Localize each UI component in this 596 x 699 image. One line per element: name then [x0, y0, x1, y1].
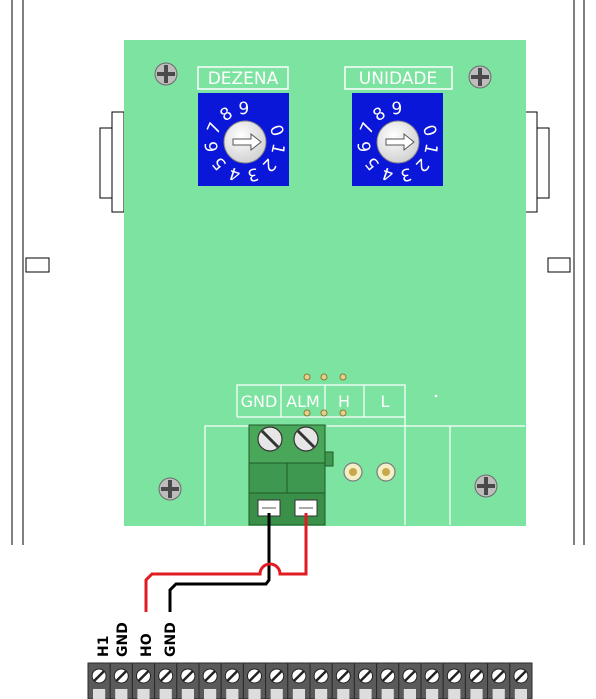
dial-digit: 9 [391, 99, 403, 119]
terminal-block[interactable] [248, 424, 334, 526]
rail-clamp [204, 689, 217, 699]
rail-clamp [381, 689, 394, 699]
pcb-dot [434, 394, 438, 398]
rail-screw-slot [426, 670, 438, 682]
dial-arrow-icon [232, 132, 262, 152]
rail-screw-slot [470, 670, 483, 682]
dial-digit: 6 [202, 140, 223, 154]
rail-clamp [248, 689, 261, 699]
rail-clamp [492, 689, 505, 699]
connector-label-h: H [338, 392, 350, 411]
rail-clamp [159, 689, 172, 699]
rail-clamp [514, 689, 527, 699]
dial-digit: 1 [266, 141, 288, 156]
rail-screw-slot [137, 670, 150, 682]
round-pad [376, 462, 396, 482]
rail-screw-slot [381, 670, 394, 682]
dial-digit: 3 [398, 163, 413, 185]
wire-red [144, 513, 308, 612]
terminal-screw-icon[interactable] [293, 426, 319, 452]
terminal-screw-icon[interactable] [257, 426, 283, 452]
connector-label-gnd: GND [241, 392, 278, 411]
terminal-label-gnd: GND [115, 622, 131, 657]
enclosure-left [11, 0, 125, 545]
rail-clamp [292, 689, 305, 699]
rail-screw-slot [270, 670, 283, 682]
connector-label-l: L [381, 392, 390, 411]
dial-digit: 1 [419, 141, 441, 156]
rail-screw-slot [315, 670, 327, 682]
rail-screw-slot [159, 670, 172, 682]
rail-screw-slot [337, 670, 350, 682]
rail-clamp [337, 689, 350, 699]
rail-clamp [226, 689, 239, 699]
rail-screw-slot [492, 670, 505, 682]
rail-clamp [359, 689, 372, 699]
rail-clamp [448, 689, 461, 699]
rail-screw-slot [93, 670, 105, 682]
rail-screw-slot [448, 670, 461, 682]
dial-digit: 6 [355, 140, 376, 154]
dial-digit: 3 [245, 163, 260, 185]
rail-clamp [315, 689, 328, 699]
switch-label-unidade: UNIDADE [359, 69, 437, 89]
rail-screw-slot [515, 670, 527, 682]
rail-clamp [270, 689, 283, 699]
rail-clamp [181, 689, 194, 699]
rail-screw-slot [404, 670, 416, 682]
terminal-label-gnd-2: GND [163, 622, 179, 657]
rail-screw-slot [359, 670, 372, 682]
mounting-screw-icon [468, 65, 492, 89]
rail-clamp [426, 689, 439, 699]
rail-screw-slot [293, 670, 305, 682]
mounting-screw-icon [158, 477, 182, 501]
dial-digit: 9 [238, 99, 250, 119]
rail-screw-slot [115, 670, 128, 682]
terminal-rail [87, 662, 533, 699]
rail-screw-slot [248, 670, 261, 682]
mounting-screw-icon [154, 62, 178, 86]
rail-screw-slot [182, 670, 194, 682]
wire-black [168, 513, 271, 612]
rail-clamp [403, 689, 416, 699]
rail-clamp [137, 689, 150, 699]
switch-label-dezena: DEZENA [208, 69, 279, 89]
rail-screw-slot [226, 670, 239, 682]
dial-arrow-icon [385, 132, 415, 152]
pcb-pads [303, 373, 347, 417]
rail-clamp [93, 689, 106, 699]
connector-label-alm: ALM [286, 392, 320, 411]
enclosure-right [524, 0, 585, 545]
terminal-label-ho: HO [139, 633, 155, 657]
mounting-screw-icon [474, 474, 498, 498]
rail-clamp [115, 689, 128, 699]
rail-screw-slot [204, 670, 216, 682]
silkscreen-outline [204, 384, 525, 525]
round-pad [343, 462, 363, 482]
terminal-label-h1: H1 [96, 636, 112, 657]
rail-clamp [470, 689, 483, 699]
